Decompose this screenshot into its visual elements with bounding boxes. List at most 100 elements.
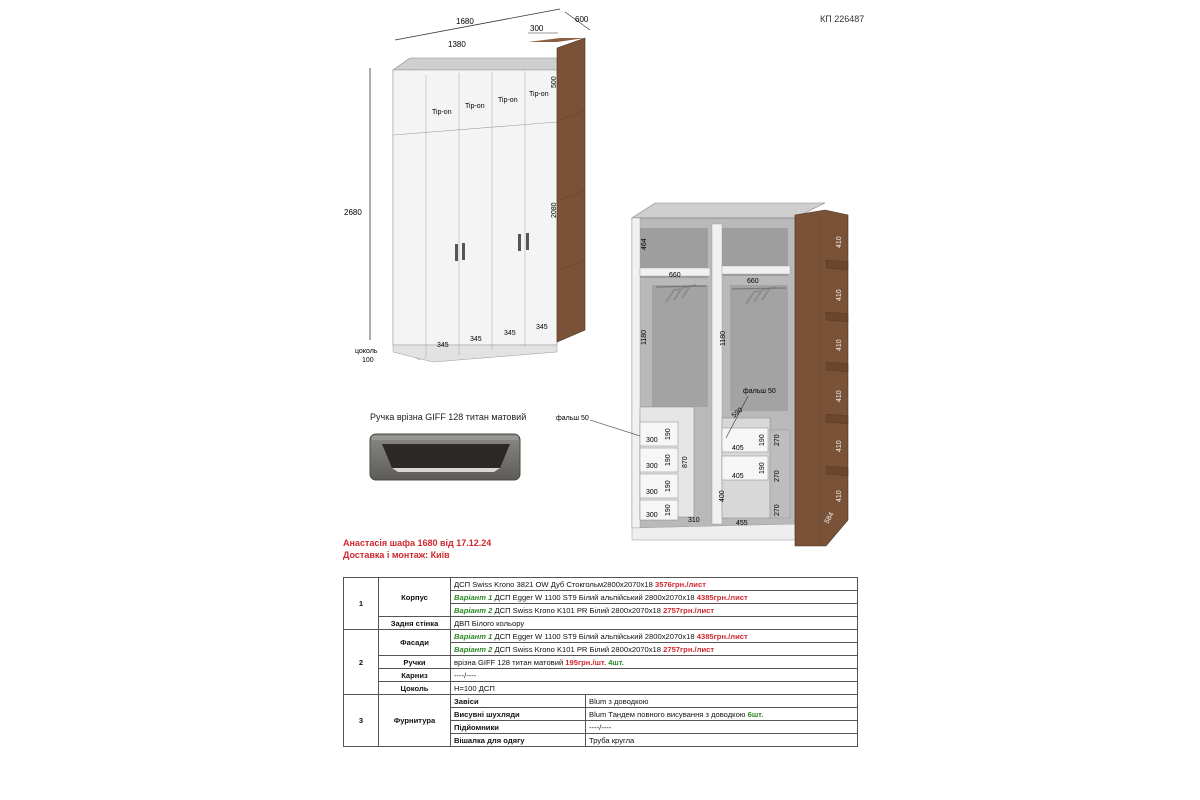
quantity: 6шт. bbox=[747, 709, 764, 719]
table-row: Підйомники ----/---- bbox=[344, 720, 858, 734]
material-cell: ДСП Swiss Krono 3821 OW Дуб Стокгольм280… bbox=[450, 577, 858, 591]
int-drawer-height-4: 190 bbox=[665, 504, 672, 516]
material-cell: Варіант 1 ДСП Egger W 1100 ST9 Білий аль… bbox=[450, 590, 858, 604]
side-shelf-5: 410 bbox=[836, 440, 843, 452]
int-shelf-width-right: 660 bbox=[747, 278, 759, 285]
category-cell: Фурнитура bbox=[378, 694, 451, 747]
delivery-info: Доставка і монтаж: Київ bbox=[343, 550, 450, 560]
spec-table: 1 Корпус ДСП Swiss Krono 3821 OW Дуб Сто… bbox=[343, 577, 858, 747]
int-shelf-405-2: 405 bbox=[732, 473, 744, 480]
dim-door-height: 2080 bbox=[551, 202, 558, 218]
table-row: Варіант 2 ДСП Swiss Krono K101 PR Білий … bbox=[344, 642, 858, 656]
tipon-label-2: Tip-on bbox=[465, 103, 485, 110]
int-low-height: 400 bbox=[719, 490, 726, 502]
tipon-label-3: Tip-on bbox=[498, 97, 518, 104]
table-row: 1 Корпус ДСП Swiss Krono 3821 OW Дуб Сто… bbox=[343, 577, 858, 630]
int-small-height-1: 270 bbox=[774, 434, 781, 446]
int-hanging-right: 1180 bbox=[720, 331, 727, 346]
row-number: 1 bbox=[343, 577, 379, 630]
int-drawer-height-3: 190 bbox=[665, 480, 672, 492]
dim-plinth-value: 100 bbox=[362, 357, 374, 364]
int-shelf-405-1: 405 bbox=[732, 445, 744, 452]
category-cell: Ручки bbox=[378, 655, 451, 669]
int-small-height-2: 270 bbox=[774, 470, 781, 482]
int-bottom-width-left: 310 bbox=[688, 517, 700, 524]
category-cell: Фасади bbox=[378, 629, 451, 656]
price: 3576грн./лист bbox=[654, 579, 706, 589]
int-right-drawer-height-2: 190 bbox=[759, 462, 766, 474]
door-width-4: 345 bbox=[536, 324, 548, 331]
category-cell: Корпус bbox=[378, 577, 451, 617]
subcategory-cell: Вішалка для одягу bbox=[450, 733, 586, 747]
int-drawer-block: 870 bbox=[682, 456, 689, 468]
int-bottom-width-right: 455 bbox=[736, 520, 748, 527]
value-cell: Н=100 ДСП bbox=[450, 681, 858, 695]
fitting-text: Blum Тандем повного висування з доводкою bbox=[589, 709, 748, 719]
int-false-panel-left: фальш 50 bbox=[556, 415, 589, 422]
value-cell: Blum Тандем повного висування з доводкою… bbox=[585, 707, 858, 721]
side-depth: 584 bbox=[824, 511, 836, 525]
handle-image bbox=[369, 433, 521, 481]
value-cell: ----/---- bbox=[585, 720, 858, 734]
int-small-height-3: 270 bbox=[774, 504, 781, 516]
order-title: Анастасія шафа 1680 від 17.12.24 bbox=[343, 538, 492, 548]
side-shelf-3: 410 bbox=[836, 339, 843, 351]
int-drawer-width-4: 300 bbox=[646, 512, 658, 519]
dim-height: 2680 bbox=[344, 208, 362, 217]
dim-plinth-label: цоколь bbox=[355, 348, 378, 355]
handle-caption: Ручка врізна GIFF 128 титан матовий bbox=[370, 412, 527, 422]
material-text: ДСП Swiss Krono K101 PR Білий 2800х2070х… bbox=[492, 644, 664, 654]
material-text: ДСП Swiss Krono 3821 OW Дуб Стокгольм280… bbox=[454, 579, 655, 589]
dim-depth: 600 bbox=[575, 15, 589, 24]
int-hanging-left: 1180 bbox=[641, 330, 648, 345]
category-cell: Карниз bbox=[378, 668, 451, 682]
int-drawer-height-1: 190 bbox=[665, 428, 672, 440]
table-row: Цоколь Н=100 ДСП bbox=[344, 681, 858, 695]
price: 2757грн./лист bbox=[663, 605, 715, 615]
material-cell: Варіант 2 ДСП Swiss Krono K101 PR Білий … bbox=[450, 642, 858, 656]
side-shelf-6: 410 bbox=[836, 490, 843, 502]
dim-main-width: 1380 bbox=[448, 40, 466, 49]
int-false-panel-right: фальш 50 bbox=[743, 388, 776, 395]
row-number: 2 bbox=[343, 629, 379, 695]
wardrobe-exterior-drawing: 1680 1380 300 600 2680 500 2080 цоколь 1… bbox=[344, 8, 591, 364]
wardrobe-interior-drawing: 464 660 660 1180 1180 фальш 50 фальш 50 … bbox=[556, 202, 849, 547]
side-shelf-4: 410 bbox=[836, 390, 843, 402]
value-cell: ДВП Білого кольору bbox=[450, 616, 858, 630]
table-row: Вішалка для одягу Труба кругла bbox=[344, 733, 858, 747]
value-cell: ----/---- bbox=[450, 668, 858, 682]
int-drawer-width-3: 300 bbox=[646, 489, 658, 496]
table-row: Ручки врізна GIFF 128 титан матовий 195г… bbox=[344, 655, 858, 669]
category-cell: Задня стінка bbox=[378, 616, 451, 630]
subcategory-cell: Завіси bbox=[450, 694, 586, 708]
value-cell: Труба кругла bbox=[585, 733, 858, 747]
int-top-shelf: 464 bbox=[641, 238, 648, 250]
dim-top-height: 500 bbox=[551, 76, 558, 88]
table-row: 3 Фурнитура Завіси Blum з доводкою bbox=[343, 694, 858, 747]
row-number: 3 bbox=[343, 694, 379, 747]
handle-text: врізна GIFF 128 титан матовий bbox=[454, 657, 566, 667]
subcategory-cell: Підйомники bbox=[450, 720, 586, 734]
tipon-label-1: Tip-on bbox=[432, 109, 452, 116]
variant-label: Варіант 2 bbox=[454, 605, 493, 615]
value-cell: Blum з доводкою bbox=[585, 694, 858, 708]
material-text: ДСП Egger W 1100 ST9 Білий альпійський 2… bbox=[492, 592, 697, 602]
variant-label: Варіант 2 bbox=[454, 644, 493, 654]
int-drawer-height-2: 190 bbox=[665, 454, 672, 466]
price: 4385грн./лист bbox=[696, 631, 748, 641]
tipon-label-4: Tip-on bbox=[529, 91, 549, 98]
table-row: Карниз ----/---- bbox=[344, 668, 858, 682]
variant-label: Варіант 1 bbox=[454, 631, 493, 641]
document-code: КП 226487 bbox=[820, 14, 865, 24]
value-cell: врізна GIFF 128 титан матовий 195грн./шт… bbox=[450, 655, 858, 669]
int-drawer-width-1: 300 bbox=[646, 437, 658, 444]
dim-side-width: 300 bbox=[530, 24, 544, 33]
table-row: 2 Фасади Варіант 1 ДСП Egger W 1100 ST9 … bbox=[343, 629, 858, 695]
side-shelf-1: 410 bbox=[836, 236, 843, 248]
door-width-2: 345 bbox=[470, 336, 482, 343]
material-text: ДСП Egger W 1100 ST9 Білий альпійський 2… bbox=[492, 631, 697, 641]
material-cell: Варіант 2 ДСП Swiss Krono K101 PR Білий … bbox=[450, 603, 858, 617]
category-cell: Цоколь bbox=[378, 681, 451, 695]
price: 4385грн./лист bbox=[696, 592, 748, 602]
int-right-drawer-height-1: 190 bbox=[759, 434, 766, 446]
